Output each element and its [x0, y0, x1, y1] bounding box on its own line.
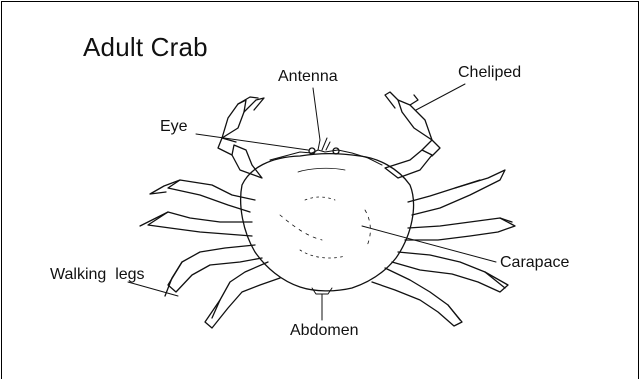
label-carapace: Carapace — [500, 254, 569, 272]
right-cheliped — [385, 92, 440, 178]
left-cheliped — [218, 97, 264, 178]
label-eye: Eye — [160, 118, 188, 136]
label-antenna: Antenna — [278, 68, 338, 86]
diagram-title: Adult Crab — [83, 32, 208, 63]
label-cheliped: Cheliped — [458, 64, 521, 82]
carapace-shape — [241, 154, 414, 291]
label-abdomen: Abdomen — [290, 322, 359, 340]
left-walking-legs — [140, 180, 280, 328]
label-walking-legs: Walking legs — [50, 266, 145, 284]
